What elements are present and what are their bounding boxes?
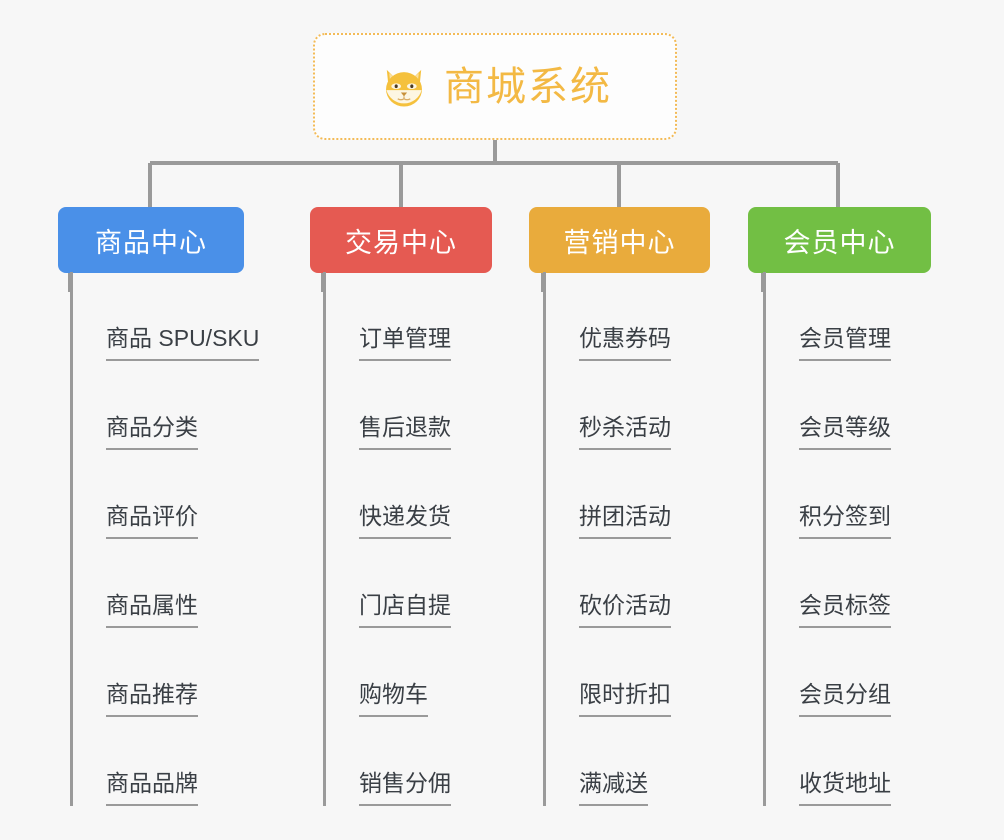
root-node[interactable]: 商城系统 xyxy=(313,33,677,140)
leaf-column-marketing-center: 优惠券码秒杀活动拼团活动砍价活动限时折扣满减送 xyxy=(535,272,671,806)
leaf-item[interactable]: 商品品牌 xyxy=(62,717,259,806)
leaf-item[interactable]: 拼团活动 xyxy=(535,450,671,539)
leaf-item[interactable]: 商品分类 xyxy=(62,361,259,450)
leaf-item[interactable]: 购物车 xyxy=(315,628,451,717)
category-box-product-center[interactable]: 商品中心 xyxy=(58,207,244,273)
leaf-item-label: 限时折扣 xyxy=(579,683,671,717)
column-spine xyxy=(323,272,326,806)
leaf-item[interactable]: 会员分组 xyxy=(755,628,891,717)
column-spine xyxy=(70,272,73,806)
leaf-item-label: 收货地址 xyxy=(799,772,891,806)
leaf-item[interactable]: 会员标签 xyxy=(755,539,891,628)
leaf-item[interactable]: 门店自提 xyxy=(315,539,451,628)
leaf-item[interactable]: 砍价活动 xyxy=(535,539,671,628)
leaf-item[interactable]: 快递发货 xyxy=(315,450,451,539)
leaf-item[interactable]: 优惠券码 xyxy=(535,272,671,361)
leaf-item[interactable]: 订单管理 xyxy=(315,272,451,361)
category-label: 会员中心 xyxy=(783,227,896,258)
leaf-item-label: 售后退款 xyxy=(359,416,451,450)
leaf-item[interactable]: 满减送 xyxy=(535,717,671,806)
leaf-item-label: 拼团活动 xyxy=(579,505,671,539)
leaf-item[interactable]: 收货地址 xyxy=(755,717,891,806)
category-label: 商品中心 xyxy=(95,227,207,258)
category-box-member-center[interactable]: 会员中心 xyxy=(748,207,931,273)
leaf-item-label: 商品推荐 xyxy=(106,683,198,717)
leaf-item[interactable]: 商品评价 xyxy=(62,450,259,539)
leaf-item-label: 商品 SPU/SKU xyxy=(106,327,260,361)
leaf-item-label: 快递发货 xyxy=(359,505,451,539)
shiba-dog-face-icon xyxy=(386,69,422,107)
leaf-column-product-center: 商品 SPU/SKU 商品分类商品评价商品属性商品推荐商品品牌 xyxy=(62,272,260,806)
leaf-item-label: 满减送 xyxy=(579,772,648,806)
leaf-item-label: 商品属性 xyxy=(106,594,198,628)
leaf-item-label: 门店自提 xyxy=(359,594,451,628)
leaf-item-label: 积分签到 xyxy=(799,505,891,539)
root-title: 商城系统 xyxy=(444,64,612,109)
leaf-item-label: 购物车 xyxy=(359,683,428,717)
leaf-item-label: 销售分佣 xyxy=(359,772,451,806)
leaf-column-trade-center: 订单管理售后退款快递发货门店自提购物车销售分佣 xyxy=(315,272,451,806)
category-box-marketing-center[interactable]: 营销中心 xyxy=(529,207,710,273)
leaf-item[interactable]: 商品推荐 xyxy=(62,628,259,717)
leaf-item-label: 优惠券码 xyxy=(579,327,671,361)
column-spine xyxy=(763,272,766,806)
leaf-item-label: 秒杀活动 xyxy=(579,416,671,450)
leaf-item[interactable]: 会员管理 xyxy=(755,272,891,361)
leaf-item[interactable]: 会员等级 xyxy=(755,361,891,450)
leaf-item[interactable]: 秒杀活动 xyxy=(535,361,671,450)
leaf-item-label: 会员等级 xyxy=(799,416,891,450)
leaf-item-label: 商品品牌 xyxy=(106,772,198,806)
leaf-column-member-center: 会员管理会员等级积分签到会员标签会员分组收货地址 xyxy=(755,272,891,806)
category-box-trade-center[interactable]: 交易中心 xyxy=(310,207,492,273)
category-label: 营销中心 xyxy=(563,227,676,258)
leaf-item[interactable]: 限时折扣 xyxy=(535,628,671,717)
leaf-item[interactable]: 商品属性 xyxy=(62,539,259,628)
leaf-item-label: 商品分类 xyxy=(106,416,198,450)
category-label: 交易中心 xyxy=(345,227,457,258)
column-spine xyxy=(543,272,546,806)
leaf-item-label: 订单管理 xyxy=(359,327,451,361)
leaf-item[interactable]: 积分签到 xyxy=(755,450,891,539)
leaf-item-label: 会员标签 xyxy=(799,594,891,628)
leaf-item-label: 会员分组 xyxy=(799,683,891,717)
leaf-item-label: 会员管理 xyxy=(799,327,891,361)
leaf-item-label: 商品评价 xyxy=(106,505,198,539)
leaf-item[interactable]: 售后退款 xyxy=(315,361,451,450)
leaf-item[interactable]: 商品 SPU/SKU xyxy=(62,272,260,361)
leaf-item-label: 砍价活动 xyxy=(579,594,671,628)
leaf-item[interactable]: 销售分佣 xyxy=(315,717,451,806)
